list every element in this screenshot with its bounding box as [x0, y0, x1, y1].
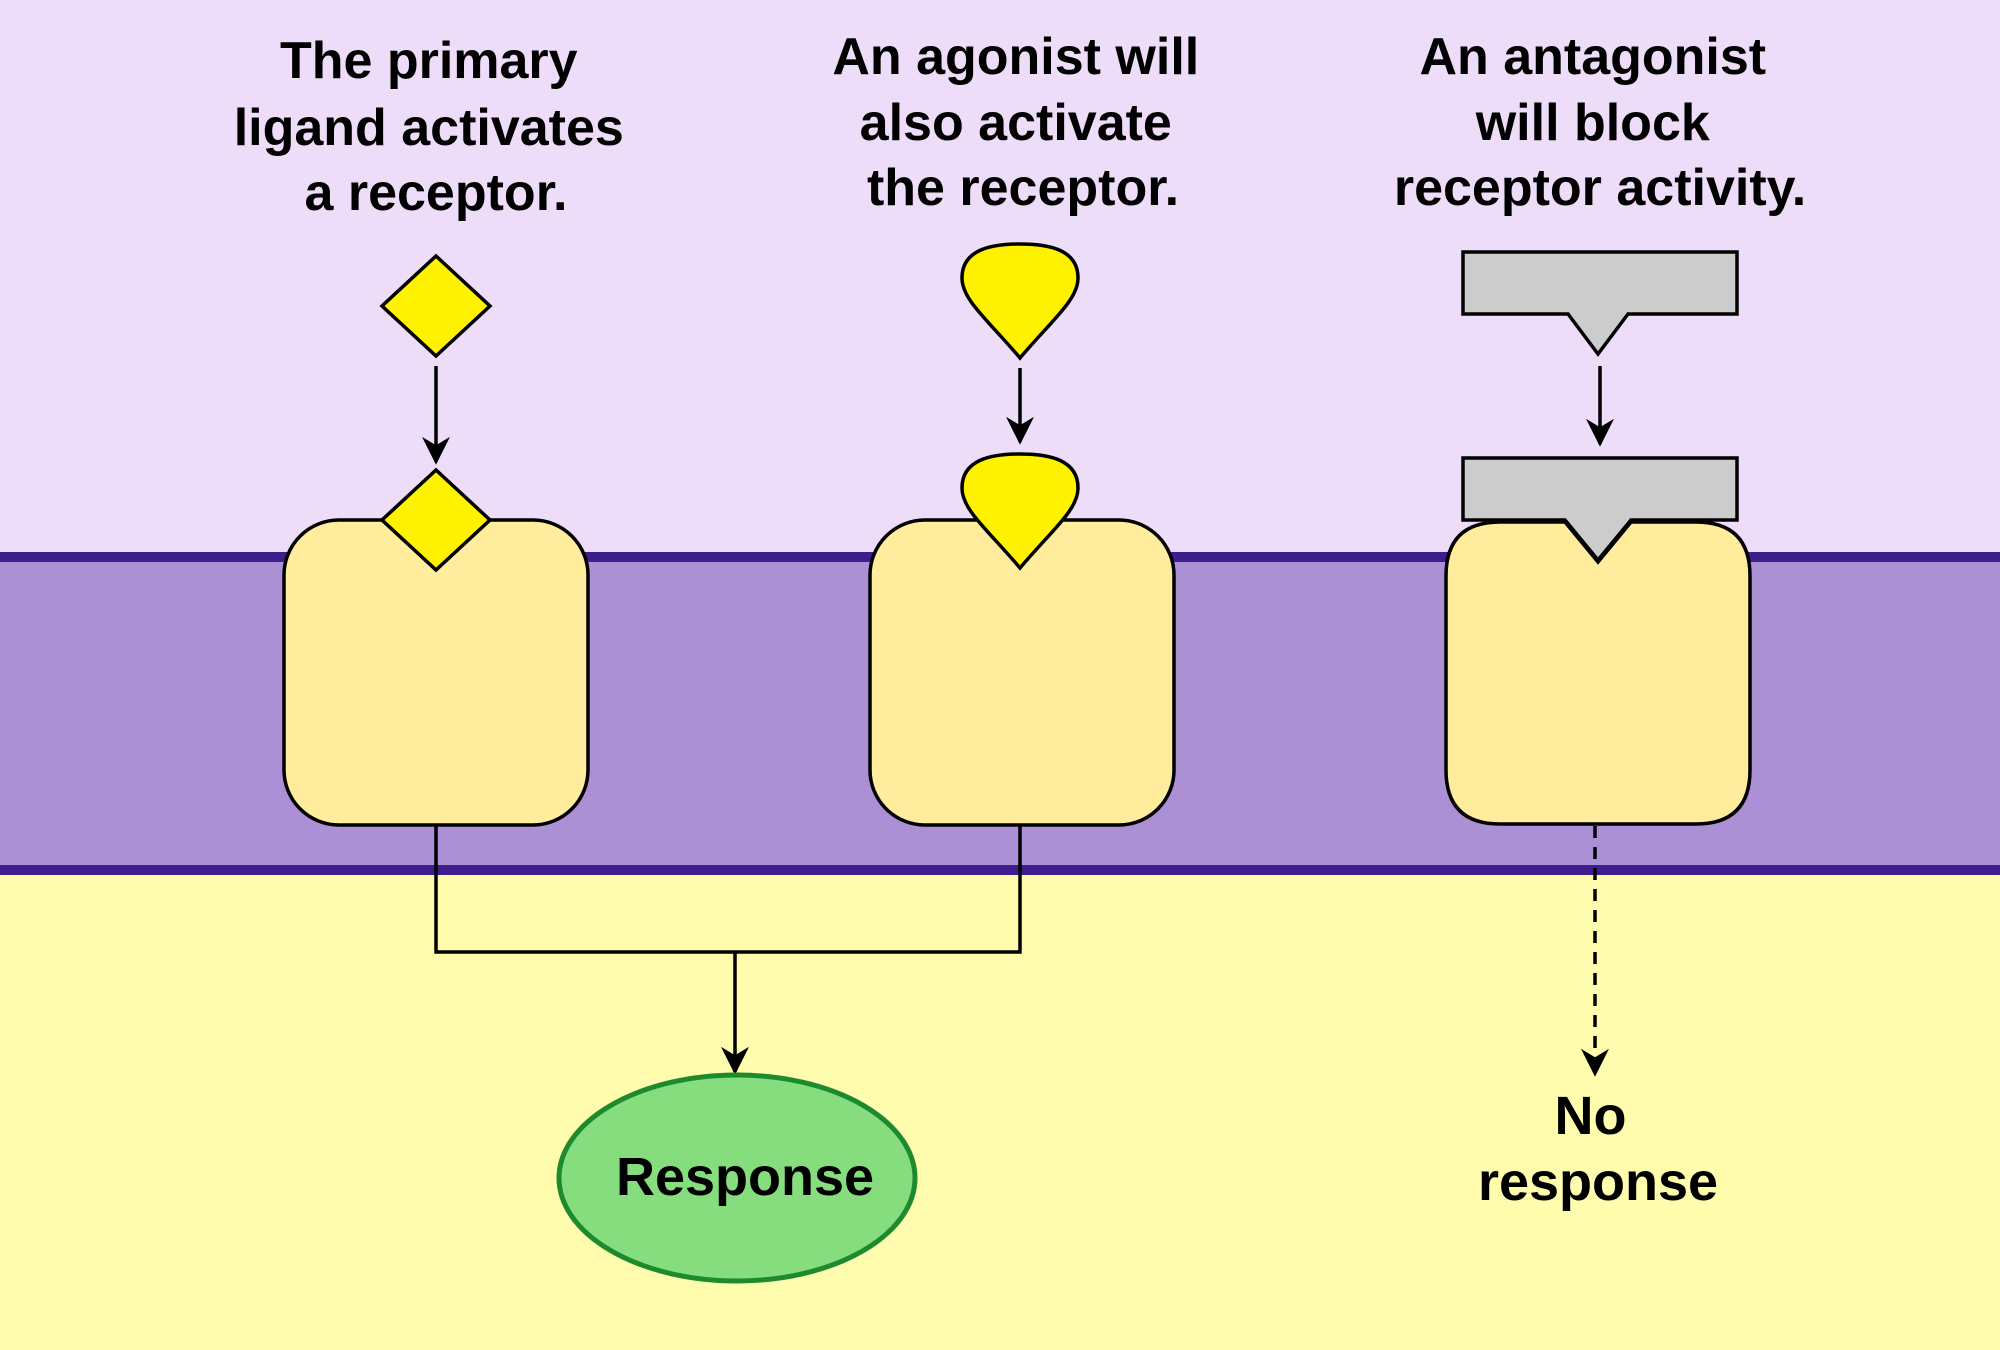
caption-primary-line-1: The primary — [280, 32, 578, 90]
response-ellipse — [556, 1072, 918, 1284]
no-response-label: No response — [1478, 1086, 1718, 1212]
caption-primary-line-3: a receptor. — [304, 164, 567, 222]
agonist-ligand-bound-teardrop — [960, 452, 1080, 571]
caption-primary-line-2: ligand activates — [234, 99, 624, 157]
membrane-bottom-edge — [0, 865, 2000, 875]
caption-antagonist-line-3: receptor activity. — [1394, 159, 1806, 217]
caption-antagonist-line-2: will block — [1475, 94, 1710, 152]
caption-antagonist-line-1: An antagonist — [1419, 28, 1766, 86]
response-label: Response — [616, 1147, 874, 1207]
antagonist-ligand-bound-bar — [1461, 456, 1739, 563]
caption-antagonist: An antagonist will block receptor activi… — [1394, 28, 1806, 217]
primary-ligand-bound-diamond — [379, 467, 493, 573]
no-response-line-1: No — [1555, 1086, 1627, 1146]
caption-agonist-line-2: also activate — [860, 94, 1172, 152]
caption-primary-ligand: The primary ligand activates a receptor. — [234, 32, 639, 222]
agonist-ligand-teardrop — [960, 242, 1080, 361]
primary-ligand-diamond — [379, 253, 493, 359]
caption-agonist-line-1: An agonist will — [832, 28, 1199, 86]
intracellular-space — [0, 875, 2000, 1350]
caption-agonist-line-3: the receptor. — [867, 159, 1179, 217]
no-response-line-2: response — [1478, 1152, 1718, 1212]
caption-agonist: An agonist will also activate the recept… — [832, 28, 1213, 217]
antagonist-ligand-notched-bar — [1461, 250, 1739, 357]
signal-primary-merge-line — [434, 826, 1022, 954]
receptor-antagonist — [1444, 520, 1752, 826]
